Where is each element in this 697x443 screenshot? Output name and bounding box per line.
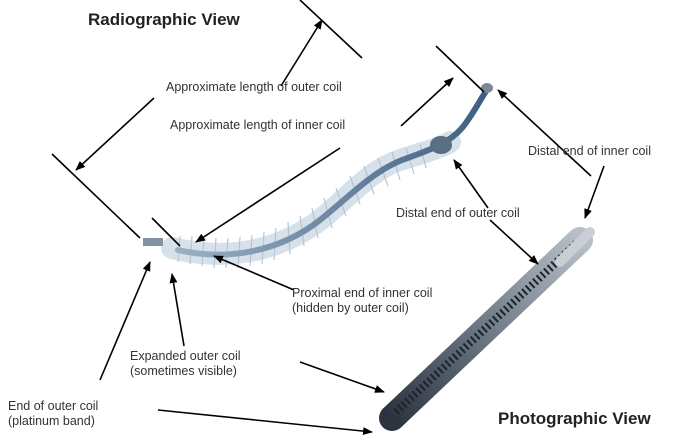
label-proximal-inner-coil: Proximal end of inner coil (hidden by ou… — [292, 286, 432, 316]
label-end-outer-coil-line1: End of outer coil — [8, 399, 98, 414]
label-proximal-inner-coil-line1: Proximal end of inner coil — [292, 286, 432, 301]
label-proximal-inner-coil-line2: (hidden by outer coil) — [292, 301, 432, 316]
inner-coil — [178, 88, 488, 255]
label-end-outer-coil: End of outer coil (platinum band) — [8, 399, 98, 429]
label-distal-outer-coil: Distal end of outer coil — [396, 206, 520, 221]
label-outer-coil-length: Approximate length of outer coil — [166, 80, 342, 95]
radiographic-view-title: Radiographic View — [88, 10, 240, 30]
label-expanded-outer-coil: Expanded outer coil (sometimes visible) — [130, 349, 241, 379]
label-expanded-outer-coil-line2: (sometimes visible) — [130, 364, 241, 379]
photographic-view-title: Photographic View — [498, 409, 651, 429]
distal-outer-coil-marker — [430, 136, 452, 154]
label-inner-coil-length: Approximate length of inner coil — [170, 118, 345, 133]
photographic-coil — [392, 232, 590, 418]
label-expanded-outer-coil-line1: Expanded outer coil — [130, 349, 241, 364]
label-end-outer-coil-line2: (platinum band) — [8, 414, 98, 429]
label-distal-inner-coil: Distal end of inner coil — [528, 144, 651, 159]
platinum-band — [143, 238, 163, 246]
